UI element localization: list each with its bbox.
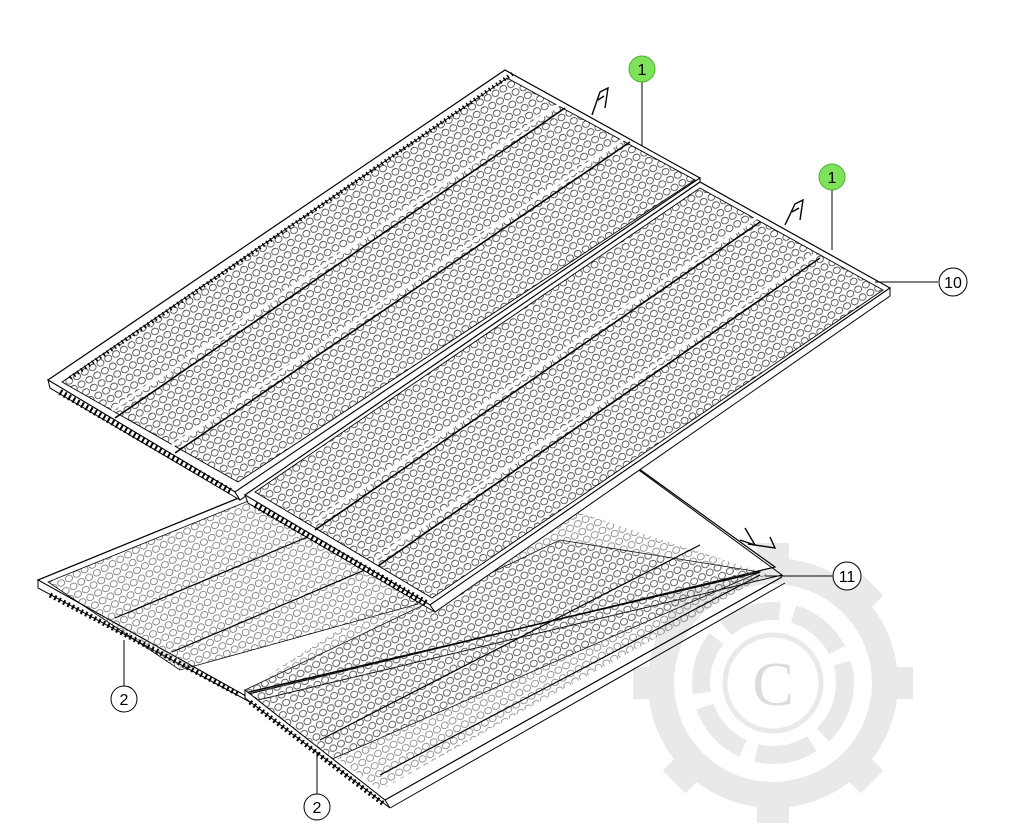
callout-10[interactable]: 10 xyxy=(938,267,968,297)
lower-sieve-handle xyxy=(739,527,777,549)
watermark-letter: C xyxy=(752,651,793,719)
upper-right-sieve-grid xyxy=(254,187,884,599)
callout-label: 11 xyxy=(839,569,856,586)
callout-label: 1 xyxy=(638,62,647,79)
callout-label: 1 xyxy=(828,170,837,187)
upper-right-sieve-handle xyxy=(784,198,804,226)
upper-left-sieve xyxy=(46,69,702,501)
upper-right-sieve xyxy=(243,181,892,613)
callout-2-left[interactable]: 2 xyxy=(110,685,138,713)
callout-11[interactable]: 11 xyxy=(832,561,862,591)
leader-lines xyxy=(123,82,938,794)
callout-label: 2 xyxy=(313,800,322,817)
callout-label: 10 xyxy=(944,275,962,292)
callout-label: 2 xyxy=(120,692,129,709)
callout-2-bottom[interactable]: 2 xyxy=(303,793,331,821)
upper-left-sieve-handle xyxy=(591,86,609,116)
upper-left-sieve-grid xyxy=(61,77,696,483)
callout-1-right[interactable]: 1 xyxy=(818,163,846,191)
callout-1-top[interactable]: 1 xyxy=(628,55,656,83)
